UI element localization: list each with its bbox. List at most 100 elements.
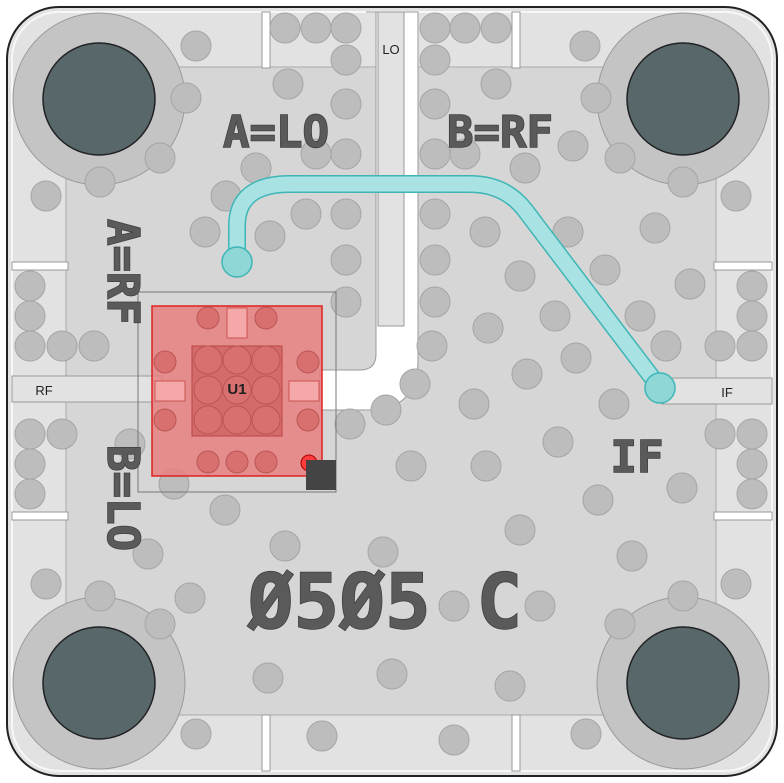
u1-pads	[154, 307, 320, 402]
if-trace-via-start	[221, 246, 253, 278]
silk-a-lo: A=LO	[223, 107, 329, 158]
via	[736, 448, 768, 480]
silk-if: IF	[611, 432, 664, 483]
u1-balls	[153, 306, 320, 474]
via	[667, 166, 699, 198]
mount-hole-top-left	[12, 12, 186, 186]
via	[330, 44, 362, 76]
via	[480, 12, 512, 44]
via	[624, 300, 656, 332]
via	[470, 450, 502, 482]
via	[720, 568, 752, 600]
u1-footprint-outline	[137, 291, 337, 493]
via	[30, 180, 62, 212]
via	[14, 300, 46, 332]
via	[539, 300, 571, 332]
via	[14, 418, 46, 450]
via	[582, 484, 614, 516]
via	[720, 180, 752, 212]
via	[290, 198, 322, 230]
via	[736, 478, 768, 510]
via	[557, 130, 589, 162]
via	[494, 670, 526, 702]
via	[580, 82, 612, 114]
via	[504, 260, 536, 292]
via	[704, 330, 736, 362]
via	[589, 254, 621, 286]
if-trace-via-end	[644, 372, 676, 404]
mount-hole-top-right	[596, 12, 770, 186]
via	[736, 330, 768, 362]
via	[449, 138, 481, 170]
via	[14, 330, 46, 362]
if-pin-label: IF	[721, 385, 733, 400]
via	[30, 568, 62, 600]
via	[616, 540, 648, 572]
via	[736, 270, 768, 302]
silk-a-rf: A=RF	[97, 219, 148, 325]
via	[14, 270, 46, 302]
via	[704, 418, 736, 450]
rf-port-channel	[11, 375, 163, 403]
via	[438, 724, 470, 756]
via	[469, 216, 501, 248]
via	[252, 662, 284, 694]
via	[472, 312, 504, 344]
via	[132, 538, 164, 570]
via	[306, 720, 338, 752]
via	[330, 138, 362, 170]
via	[569, 30, 601, 62]
mount-holes	[12, 12, 770, 770]
u1-fiducial	[306, 460, 336, 490]
via	[524, 590, 556, 622]
via	[330, 244, 362, 276]
vias	[14, 12, 768, 756]
via	[370, 394, 402, 426]
silk-b-rf: B=RF	[447, 107, 553, 158]
via	[300, 12, 332, 44]
via	[180, 718, 212, 750]
via	[509, 152, 541, 184]
via	[639, 212, 671, 244]
via	[14, 478, 46, 510]
via	[604, 608, 636, 640]
mount-hole-bottom-left	[12, 596, 186, 770]
via	[78, 330, 110, 362]
via	[46, 330, 78, 362]
via	[254, 220, 286, 252]
via	[419, 286, 451, 318]
component-u1[interactable]: U1	[137, 291, 337, 493]
via	[419, 12, 451, 44]
via	[330, 198, 362, 230]
lo-pin-label: LO	[382, 42, 399, 57]
slot-cutouts	[11, 11, 773, 772]
via	[419, 44, 451, 76]
via	[419, 88, 451, 120]
via	[542, 426, 574, 458]
via	[736, 300, 768, 332]
via	[376, 658, 408, 690]
via	[399, 368, 431, 400]
via	[189, 216, 221, 248]
rf-pin-label: RF	[35, 383, 52, 398]
mount-hole-bottom-right	[596, 596, 770, 770]
via	[560, 342, 592, 374]
if-trace-highlight-fill	[229, 176, 668, 396]
via	[209, 494, 241, 526]
via	[180, 30, 212, 62]
via	[667, 580, 699, 612]
via	[395, 450, 427, 482]
via	[419, 138, 451, 170]
via	[666, 472, 698, 504]
silk-part-number: Ø5Ø5 C	[247, 557, 523, 646]
via	[84, 580, 116, 612]
u1-reference-label: U1	[227, 381, 246, 398]
via	[269, 530, 301, 562]
via	[419, 244, 451, 276]
via	[458, 388, 490, 420]
lo-trace	[377, 11, 405, 327]
via	[552, 216, 584, 248]
via	[46, 418, 78, 450]
if-port-channel	[661, 377, 773, 405]
